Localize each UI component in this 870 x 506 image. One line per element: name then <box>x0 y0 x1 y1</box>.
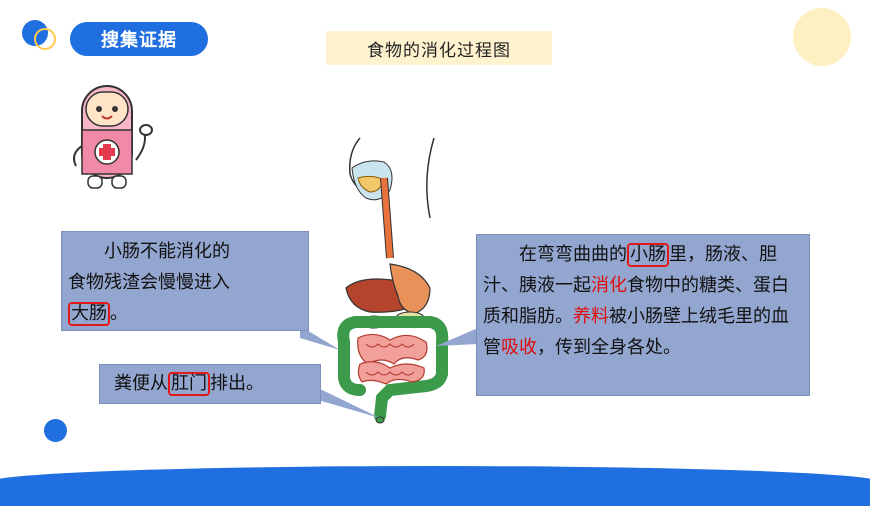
decor-circle-bottom-left <box>44 419 67 442</box>
section-tag: 搜集证据 <box>70 22 208 56</box>
section-tag-label: 搜集证据 <box>101 30 177 51</box>
diagram-title: 食物的消化过程图 <box>326 31 552 65</box>
capsule-mascot-illustration <box>73 85 153 189</box>
decor-ring-top-left <box>34 28 56 50</box>
nutrients-keyword: 养料 <box>573 306 609 327</box>
digestive-system-illustration <box>337 137 449 424</box>
diagram-title-text: 食物的消化过程图 <box>367 40 511 61</box>
pointer-large-intestine <box>300 326 340 350</box>
anus-highlight: 肛门 <box>168 372 210 396</box>
callout-pointers <box>300 326 478 418</box>
large-intestine-highlight: 大肠 <box>68 302 110 326</box>
anus-callout: 粪便从肛门排出。 <box>99 364 321 404</box>
absorb-keyword: 吸收 <box>501 337 537 358</box>
small-intestine-callout: 在弯弯曲曲的小肠里，肠液、胆汁、胰液一起消化食物中的糖类、蛋白质和脂肪。养料被小… <box>476 234 810 396</box>
decor-circle-top-right <box>793 8 851 66</box>
pointer-small-intestine <box>436 328 478 346</box>
small-intestine-highlight: 小肠 <box>627 243 669 267</box>
anus-callout-text: 粪便从肛门排出。 <box>114 372 264 396</box>
digest-keyword: 消化 <box>591 275 627 296</box>
pointer-anus <box>318 388 380 418</box>
small-intestine-callout-text: 在弯弯曲曲的小肠里，肠液、胆汁、胰液一起消化食物中的糖类、蛋白质和脂肪。养料被小… <box>483 243 789 358</box>
footer-band <box>0 466 870 506</box>
large-intestine-callout-text: 小肠不能消化的 食物残渣会慢慢进入 大肠。 <box>68 241 230 326</box>
large-intestine-callout: 小肠不能消化的 食物残渣会慢慢进入 大肠。 <box>61 231 309 331</box>
